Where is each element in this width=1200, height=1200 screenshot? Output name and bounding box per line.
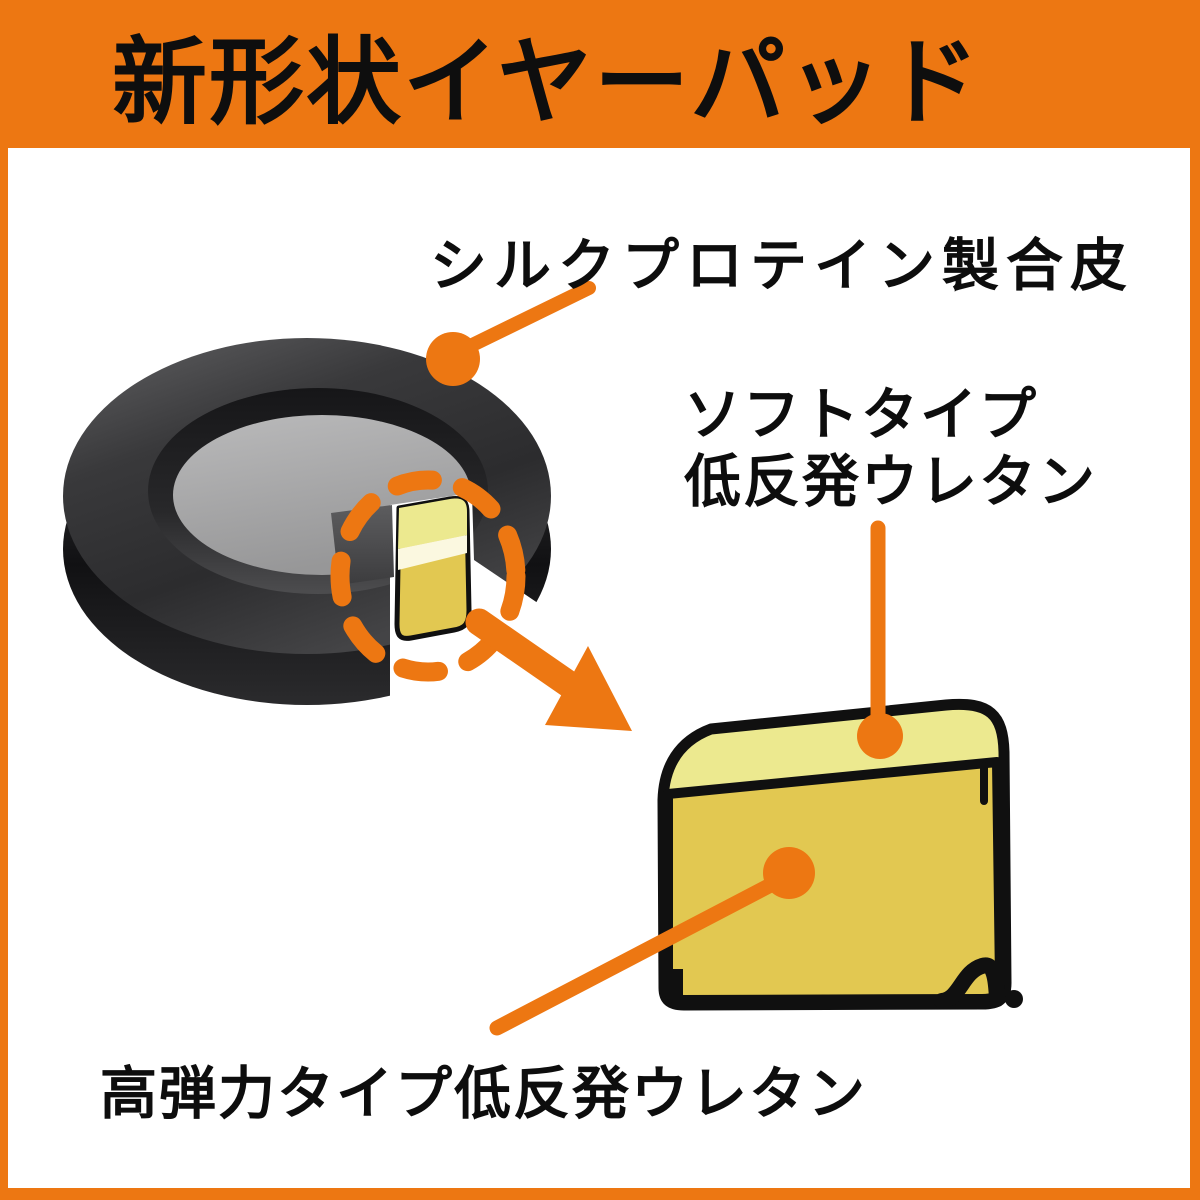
callout-silk-leather (426, 281, 596, 386)
foam-block-corner-dot (1005, 990, 1023, 1008)
page-title: 新形状イヤーパッド (112, 27, 982, 138)
zoom-arrow-shaft (465, 608, 584, 699)
foam-cross-section (657, 698, 1023, 1011)
foam-block-corner-curl (934, 957, 1005, 1009)
callout-soft-dot (857, 713, 903, 759)
cutaway-foam-face (394, 496, 472, 641)
callout-high-elasticity (489, 847, 815, 1036)
label-soft-type-line1: ソフトタイプ (684, 382, 1038, 448)
cutaway-foam-top-layer (398, 498, 467, 549)
zoom-arrow-head (545, 646, 632, 731)
cutaway-dashed-circle (330, 470, 526, 682)
foam-block-body (663, 757, 1005, 1005)
header-banner: 新形状イヤーパッド (0, 0, 1200, 148)
callout-high-line (489, 870, 792, 1036)
callout-silk-dot (426, 332, 480, 386)
label-soft-type-urethane: ソフトタイプ 低反発ウレタン (684, 382, 1097, 517)
callout-silk-line (453, 281, 596, 358)
callout-high-dot (763, 847, 815, 899)
cutaway-foam-highlight (398, 535, 467, 570)
callout-soft-urethane (857, 520, 903, 759)
label-silk-protein-leather: シルクプロテイン製合皮 (430, 233, 1134, 299)
label-high-elasticity-urethane: 高弾力タイプ低反発ウレタン (100, 1061, 867, 1127)
label-soft-type-line2: 低反発ウレタン (684, 449, 1097, 516)
foam-block-left-notch (667, 969, 683, 997)
zoom-arrow (465, 608, 632, 731)
